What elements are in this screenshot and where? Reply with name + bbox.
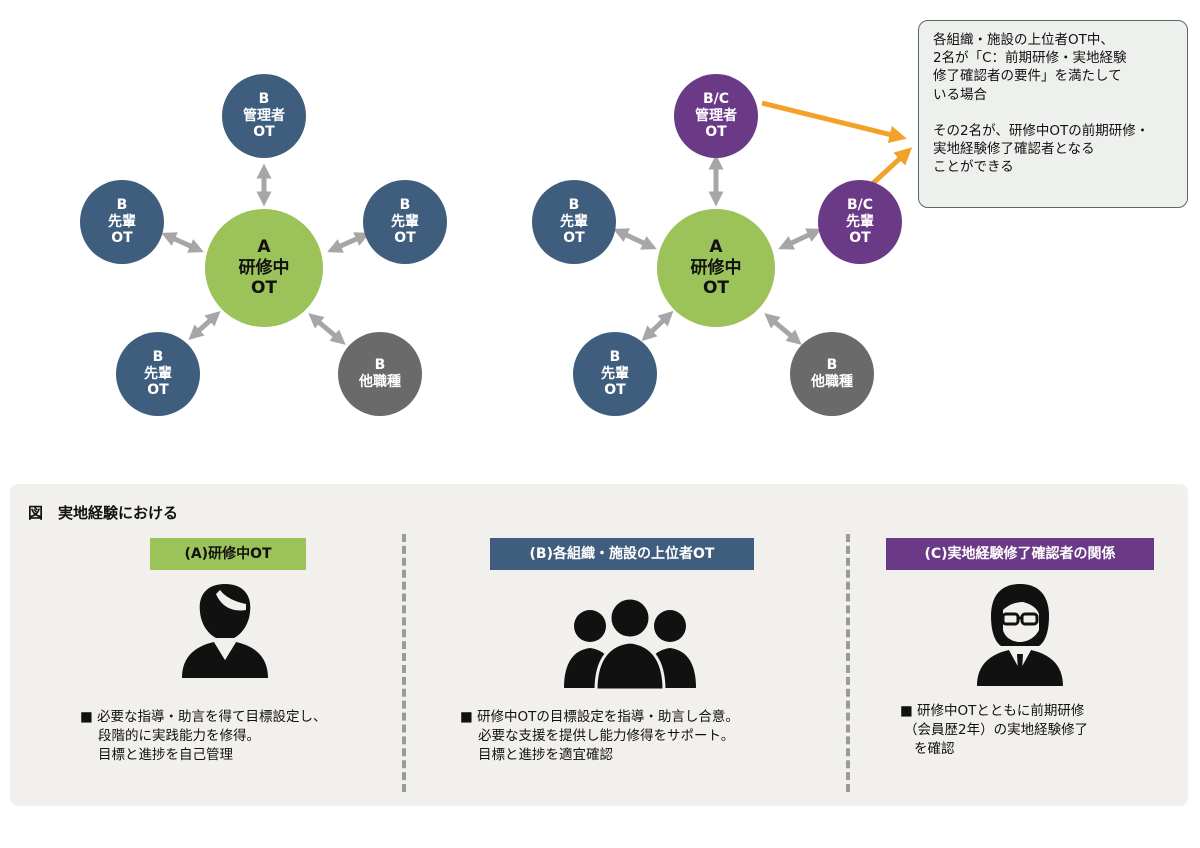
desc-line: ■ 研修中OTの目標設定を指導・助言し合意。 xyxy=(460,709,739,725)
node-label: B/C xyxy=(702,90,730,107)
desc-confirmer: ■ 研修中OTとともに前期研修 （会員歴2年）の実地経験修了 を確認 xyxy=(900,702,1180,759)
person-icon xyxy=(182,584,268,678)
node-label: 研修中 xyxy=(690,257,742,278)
node-right-senior-bottom: B 先輩 OT xyxy=(573,332,657,416)
node-label: 先輩 xyxy=(601,365,629,382)
node-label: A xyxy=(257,237,271,258)
desc-line: 必要な支援を提供し能力修得をサポート。 xyxy=(478,727,735,744)
desc-line: 段階的に実践能力を修得。 xyxy=(98,727,260,744)
callout-line: 各組織・施設の上位者OT中、 xyxy=(933,32,1114,48)
node-right-senior-left: B 先輩 OT xyxy=(532,180,616,264)
node-label: OT xyxy=(394,230,416,247)
tag-senior-ot: (B)各組織・施設の上位者OT xyxy=(490,538,754,570)
callout-line: その2名が、研修中OTの前期研修・ xyxy=(933,122,1150,139)
desc-line: 目標と進捗を自己管理 xyxy=(98,746,233,763)
node-label: OT xyxy=(111,230,133,247)
orange-arrow-manager xyxy=(761,100,907,143)
callout-box: 各組織・施設の上位者OT中、 2名が「C：前期研修・実地経験 修了確認者の要件」… xyxy=(918,20,1188,208)
node-label: B xyxy=(258,90,270,107)
node-label: B/C xyxy=(846,196,874,213)
node-label: OT xyxy=(849,230,871,247)
legend-panel: 図 実地経験における (A)研修中OT ■ 必要な指導・助言を得て目標設定し、 … xyxy=(10,484,1188,806)
node-label: B xyxy=(152,348,164,365)
node-label: 他職種 xyxy=(359,374,401,390)
node-label: 先輩 xyxy=(391,213,419,230)
node-label: OT xyxy=(604,382,626,399)
node-label: 先輩 xyxy=(846,213,874,230)
tag-trainee: (A)研修中OT xyxy=(150,538,306,570)
node-label: OT xyxy=(702,278,730,299)
arrow-left-right xyxy=(327,232,370,253)
connector-arrows-layer xyxy=(161,100,913,345)
desc-senior-ot: ■ 研修中OTの目標設定を指導・助言し合意。 必要な支援を提供し能力修得をサポー… xyxy=(460,708,820,765)
desc-line: 目標と進捗を適宜確認 xyxy=(478,746,613,763)
node-left-senior-right: B 先輩 OT xyxy=(363,180,447,264)
callout-line: 実地経験修了確認者となる xyxy=(933,141,1095,158)
divider-1 xyxy=(402,534,406,792)
callout-line: いる場合 xyxy=(933,86,987,103)
node-left-trainee: A 研修中 OT xyxy=(205,209,323,327)
desc-line: ■ 必要な指導・助言を得て目標設定し、 xyxy=(80,709,327,725)
desc-trainee: ■ 必要な指導・助言を得て目標設定し、 段階的に実践能力を修得。 目標と進捗を自… xyxy=(80,708,400,765)
node-left-manager: B 管理者 OT xyxy=(222,74,306,158)
callout-line: 修了確認者の要件」を満たして xyxy=(933,68,1122,85)
node-label: B xyxy=(399,196,411,213)
node-label: OT xyxy=(705,124,727,141)
group-icon xyxy=(564,596,696,692)
node-label: OT xyxy=(147,382,169,399)
person-glasses-icon xyxy=(977,584,1063,686)
node-right-senior-right: B/C 先輩 OT xyxy=(818,180,902,264)
node-label: 他職種 xyxy=(811,374,853,390)
desc-line: ■ 研修中OTとともに前期研修 xyxy=(900,703,1085,719)
arrow-left-bottom-left xyxy=(188,310,221,341)
divider-2 xyxy=(846,534,850,792)
desc-line: （会員歴2年）の実地経験修了 xyxy=(904,721,1089,738)
arrow-left-bottom-right xyxy=(308,313,346,345)
arrow-right-bottom-left xyxy=(641,310,674,342)
node-label: B xyxy=(609,348,621,365)
node-label: 先輩 xyxy=(144,365,172,382)
node-label: 管理者 xyxy=(243,107,285,124)
node-right-other-profession: B 他職種 xyxy=(790,332,874,416)
arrow-right-left xyxy=(613,228,657,250)
node-left-senior-left: B 先輩 OT xyxy=(80,180,164,264)
orange-arrow-senior xyxy=(868,147,913,188)
desc-line: を確認 xyxy=(914,740,955,757)
panel-title: 図 実地経験における xyxy=(28,504,179,522)
node-label: B xyxy=(116,196,128,213)
node-label: OT xyxy=(253,124,275,141)
callout-line: 2名が「C：前期研修・実地経験 xyxy=(933,50,1127,67)
tag-confirmer: (C)実地経験修了確認者の関係 xyxy=(886,538,1154,570)
node-label: 研修中 xyxy=(238,257,290,278)
arrow-left-left xyxy=(161,232,204,253)
node-label: 管理者 xyxy=(695,107,737,124)
node-left-senior-bottom: B 先輩 OT xyxy=(116,332,200,416)
node-left-other-profession: B 他職種 xyxy=(338,332,422,416)
node-right-trainee: A 研修中 OT xyxy=(657,209,775,327)
node-label: OT xyxy=(563,230,585,247)
arrow-right-bottom-right xyxy=(764,313,802,345)
node-label: 先輩 xyxy=(108,213,136,230)
node-label: OT xyxy=(250,278,278,299)
arrow-right-right xyxy=(778,228,822,250)
node-right-manager: B/C 管理者 OT xyxy=(674,74,758,158)
node-label: B xyxy=(568,196,580,213)
node-label: B xyxy=(374,357,386,374)
node-label: A xyxy=(709,237,723,258)
node-label: 先輩 xyxy=(560,213,588,230)
callout-line: ことができる xyxy=(933,159,1014,176)
node-label: B xyxy=(826,357,838,374)
